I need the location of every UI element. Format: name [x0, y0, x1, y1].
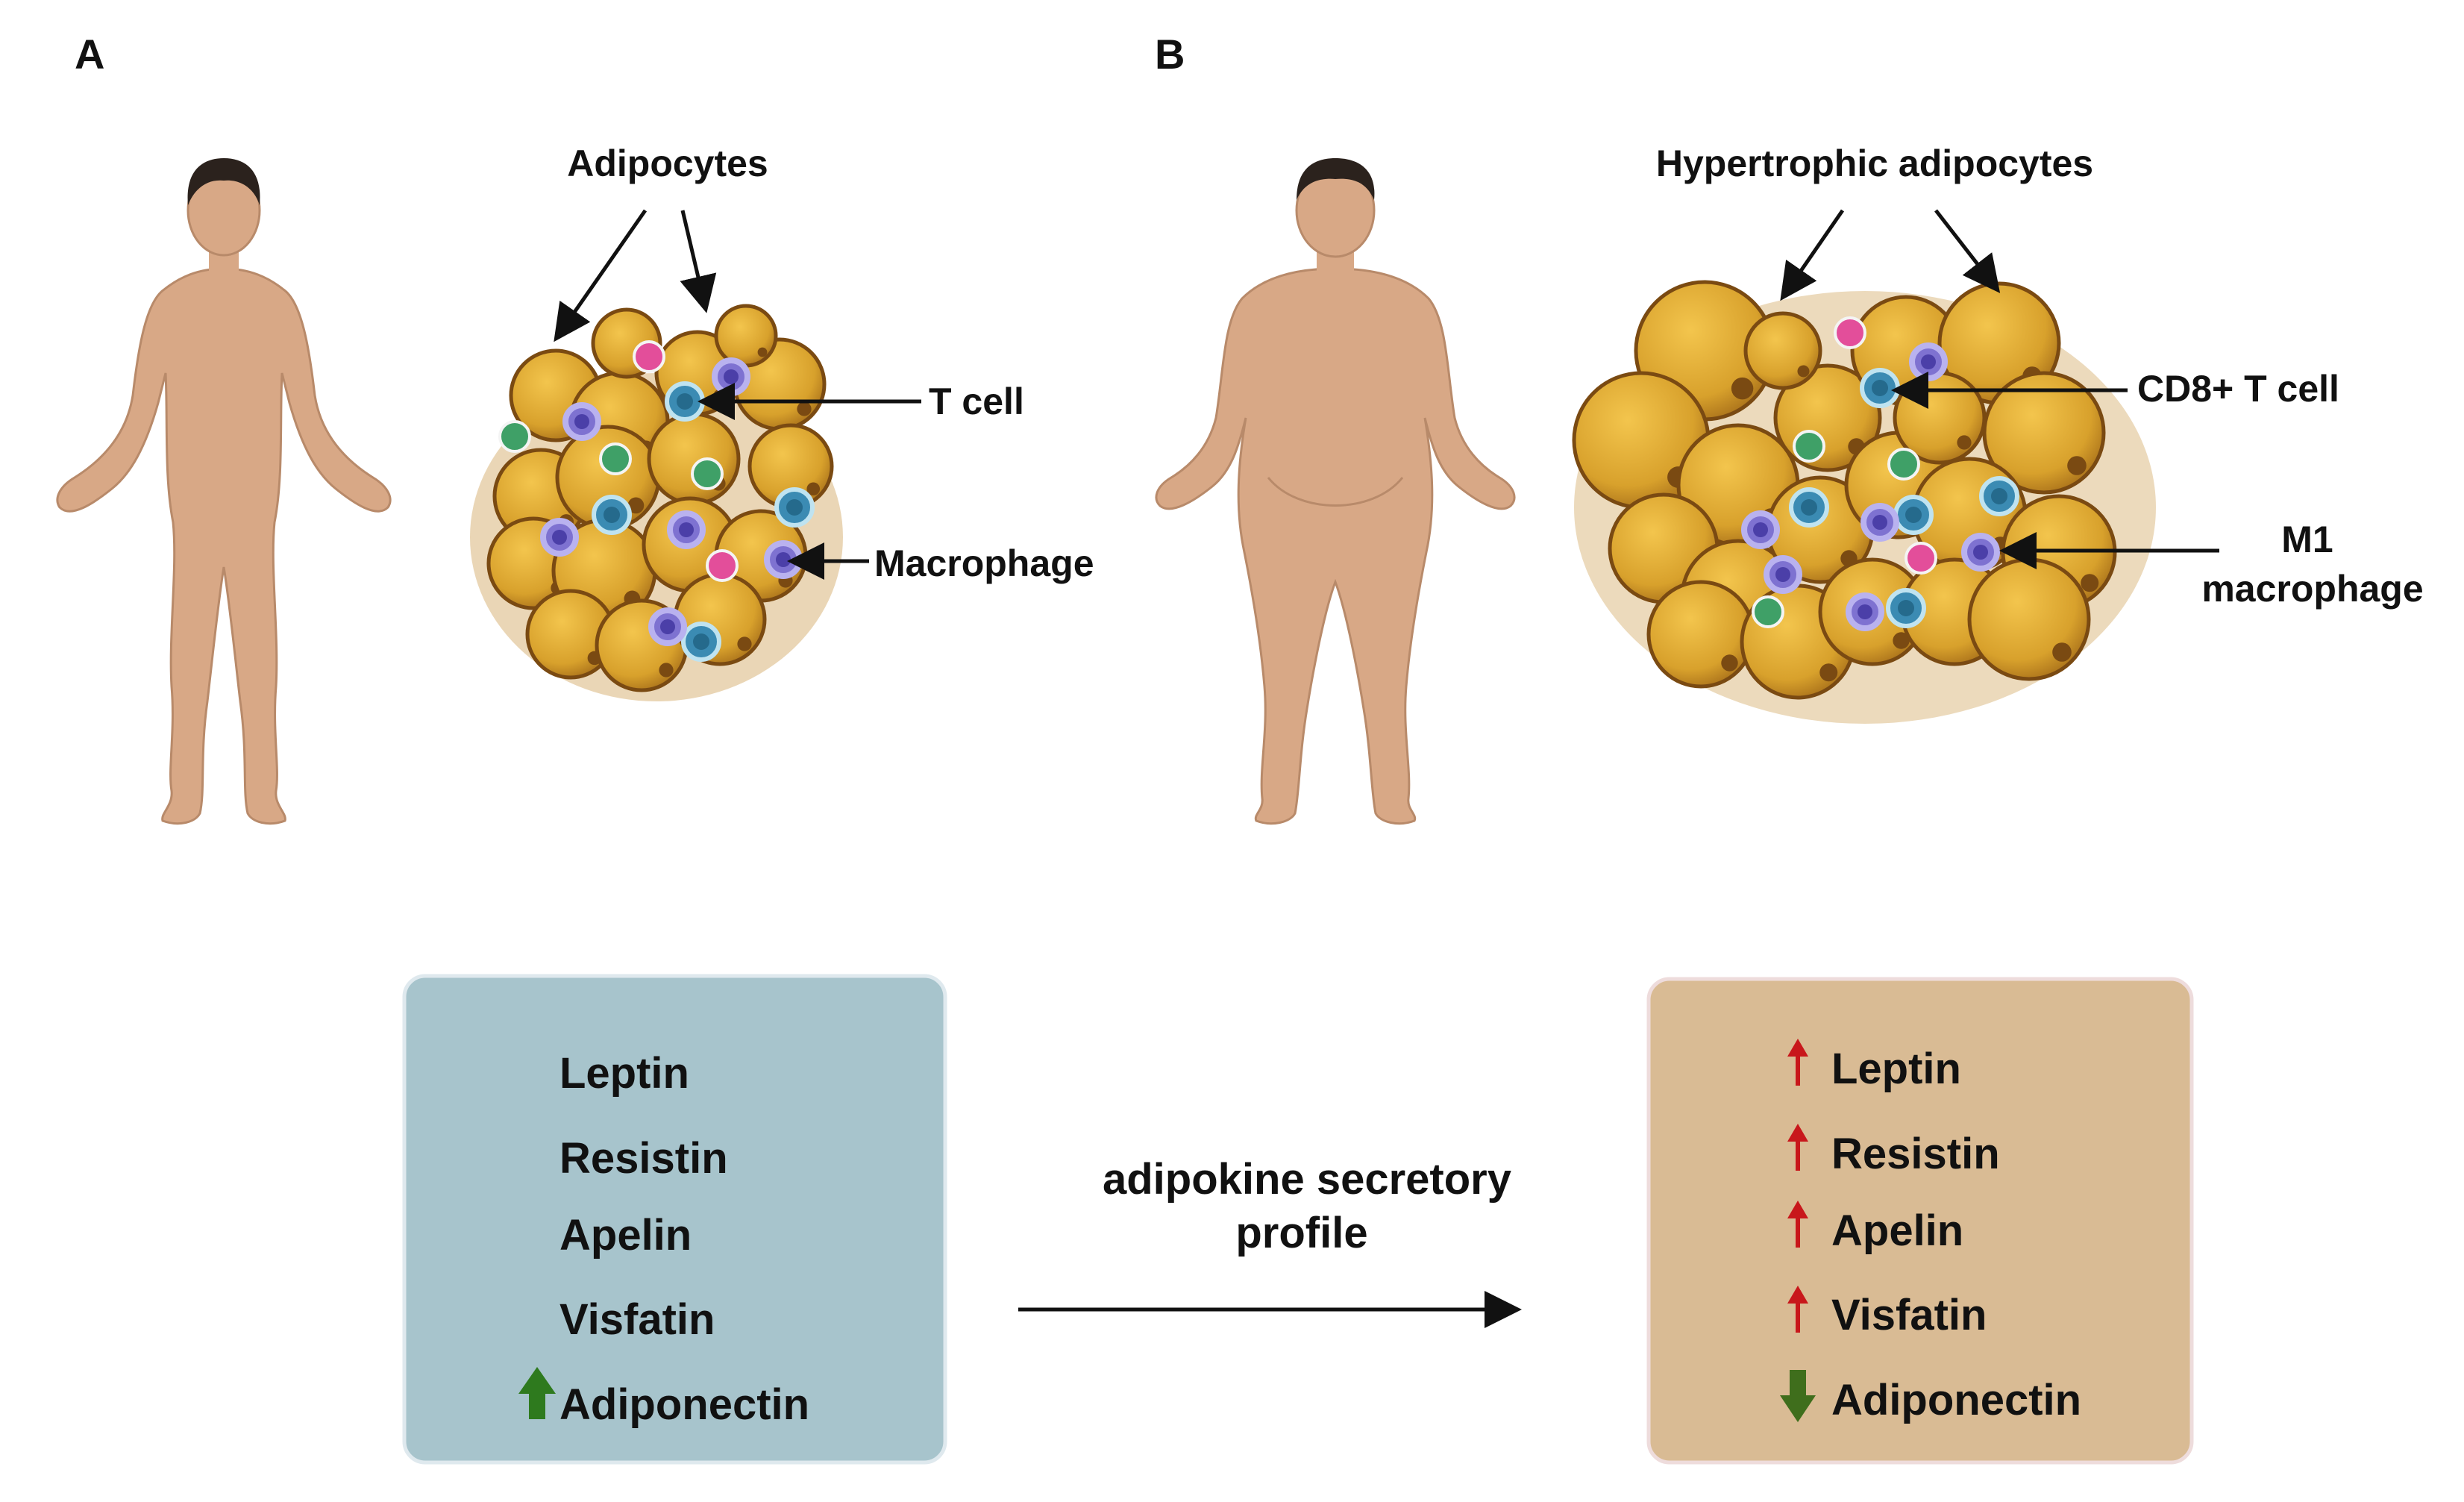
- obese-adipose-tissue: [1572, 280, 2156, 724]
- hypertrophic-adipocytes-label: Hypertrophic adipocytes: [1656, 143, 2093, 184]
- macrophage-nucleus: [1973, 545, 1988, 560]
- t-cell-nucleus: [1898, 600, 1914, 616]
- macrophage-nucleus: [1921, 354, 1936, 369]
- immune-cell: [1905, 542, 1937, 575]
- lean-item-resistin: Resistin: [559, 1134, 728, 1183]
- cd8-t-cell-label: CD8+ T cell: [2137, 368, 2339, 410]
- adipocyte-nucleus: [1721, 654, 1738, 672]
- obese-item-visfatin: Visfatin: [1831, 1291, 1987, 1339]
- macrophage-nucleus: [679, 522, 694, 537]
- obese-item-apelin: Apelin: [1831, 1207, 1963, 1255]
- adipocyte-nucleus: [797, 401, 812, 416]
- leptin-increase-arrow-icon: [1787, 1039, 1808, 1086]
- lean-adipokine-box: [402, 974, 947, 1465]
- immune-cell: [1752, 595, 1784, 628]
- t-cell-nucleus: [1801, 499, 1817, 516]
- macrophage-label: Macrophage: [874, 542, 1094, 584]
- t-cell-nucleus: [677, 393, 693, 410]
- obese-adipokine-box: [1646, 977, 2194, 1465]
- immune-cell: [1793, 430, 1825, 463]
- immune-cell: [599, 442, 632, 475]
- adipocyte-nucleus: [1797, 365, 1810, 378]
- t-cell-nucleus: [604, 507, 620, 523]
- profile-title-line2: profile: [1235, 1209, 1367, 1257]
- resistin-increase-arrow-icon: [1787, 1124, 1808, 1171]
- t-cell-nucleus: [1872, 380, 1888, 396]
- macrophage-nucleus: [1872, 515, 1887, 530]
- macrophage-nucleus: [574, 414, 589, 429]
- adipocyte-nucleus: [659, 663, 674, 678]
- adipocyte-cell: [1646, 580, 1755, 689]
- lean-item-leptin: Leptin: [559, 1049, 689, 1098]
- t-cell-nucleus: [1905, 507, 1922, 523]
- adipocyte-nucleus: [1819, 663, 1838, 682]
- macrophage-nucleus: [552, 530, 567, 545]
- hypertrophic-pointer-2: [1934, 209, 2001, 293]
- adipocytes-pointer-2: [680, 210, 717, 313]
- adiponectin-increase-arrow-icon: [518, 1367, 556, 1419]
- macrophage-nucleus: [1775, 567, 1790, 582]
- macrophage-nucleus: [776, 552, 791, 567]
- adipocyte-cell: [714, 304, 778, 368]
- adipocyte-cell: [1743, 311, 1822, 390]
- adipocyte-nucleus: [757, 347, 768, 357]
- m1-label-line2: macrophage: [2201, 568, 2423, 610]
- t-cell-nucleus: [786, 499, 803, 516]
- lean-adipose-tissue: [470, 304, 843, 701]
- adipocyte-nucleus: [2081, 574, 2099, 592]
- t-cell-nucleus: [1991, 488, 2007, 504]
- adipocyte-nucleus: [806, 482, 821, 496]
- adipocyte-nucleus: [2052, 642, 2072, 662]
- macrophage-nucleus: [724, 369, 739, 384]
- hypertrophic-pointer-1: [1780, 209, 1845, 301]
- apelin-increase-arrow-icon: [1787, 1201, 1808, 1248]
- adipocyte-nucleus: [1731, 377, 1754, 400]
- immune-cell: [691, 457, 724, 490]
- adipocyte-nucleus: [2067, 456, 2087, 475]
- obese-item-leptin: Leptin: [1831, 1045, 1961, 1093]
- adipocyte-nucleus: [1957, 435, 1972, 450]
- adipocyte-cell: [1967, 557, 2091, 681]
- immune-cell: [1834, 316, 1866, 349]
- obese-human-figure: [1155, 158, 1516, 825]
- m1-label-line1: M1: [2281, 519, 2333, 560]
- obese-item-resistin: Resistin: [1831, 1130, 2000, 1178]
- macrophage-nucleus: [660, 619, 675, 634]
- adipocyte-nucleus: [737, 636, 752, 651]
- panel-b-label: B: [1155, 31, 1185, 78]
- adipocyte-nucleus: [1893, 632, 1910, 649]
- immune-cell: [498, 420, 531, 453]
- adipocyte-cell: [647, 412, 741, 506]
- lean-human-figure: [56, 158, 392, 825]
- adiponectin-decrease-arrow-icon: [1780, 1370, 1816, 1422]
- profile-title-line1: adipokine secretory: [1103, 1155, 1511, 1204]
- lean-item-visfatin: Visfatin: [559, 1295, 715, 1344]
- adipocytes-pointer-1: [554, 209, 648, 342]
- adipocytes-label: Adipocytes: [567, 143, 768, 184]
- immune-cell: [706, 549, 739, 582]
- lean-adipokine-list: Leptin Resistin Apelin Visfatin Adiponec…: [518, 1049, 809, 1429]
- obese-item-adiponectin: Adiponectin: [1831, 1376, 2081, 1424]
- obese-adipokine-list: Leptin Resistin Apelin Visfatin Adiponec…: [1780, 1039, 2081, 1424]
- immune-cell: [633, 340, 665, 373]
- lean-item-apelin: Apelin: [559, 1211, 692, 1260]
- t-cell-nucleus: [693, 633, 709, 650]
- visfatin-increase-arrow-icon: [1787, 1286, 1808, 1333]
- immune-cell: [1887, 448, 1920, 481]
- macrophage-nucleus: [1753, 522, 1768, 537]
- t-cell-label: T cell: [929, 381, 1024, 422]
- macrophage-nucleus: [1858, 604, 1872, 619]
- adipocyte-nucleus: [627, 497, 645, 514]
- lean-item-adiponectin: Adiponectin: [559, 1380, 809, 1429]
- panel-a-label: A: [75, 31, 104, 78]
